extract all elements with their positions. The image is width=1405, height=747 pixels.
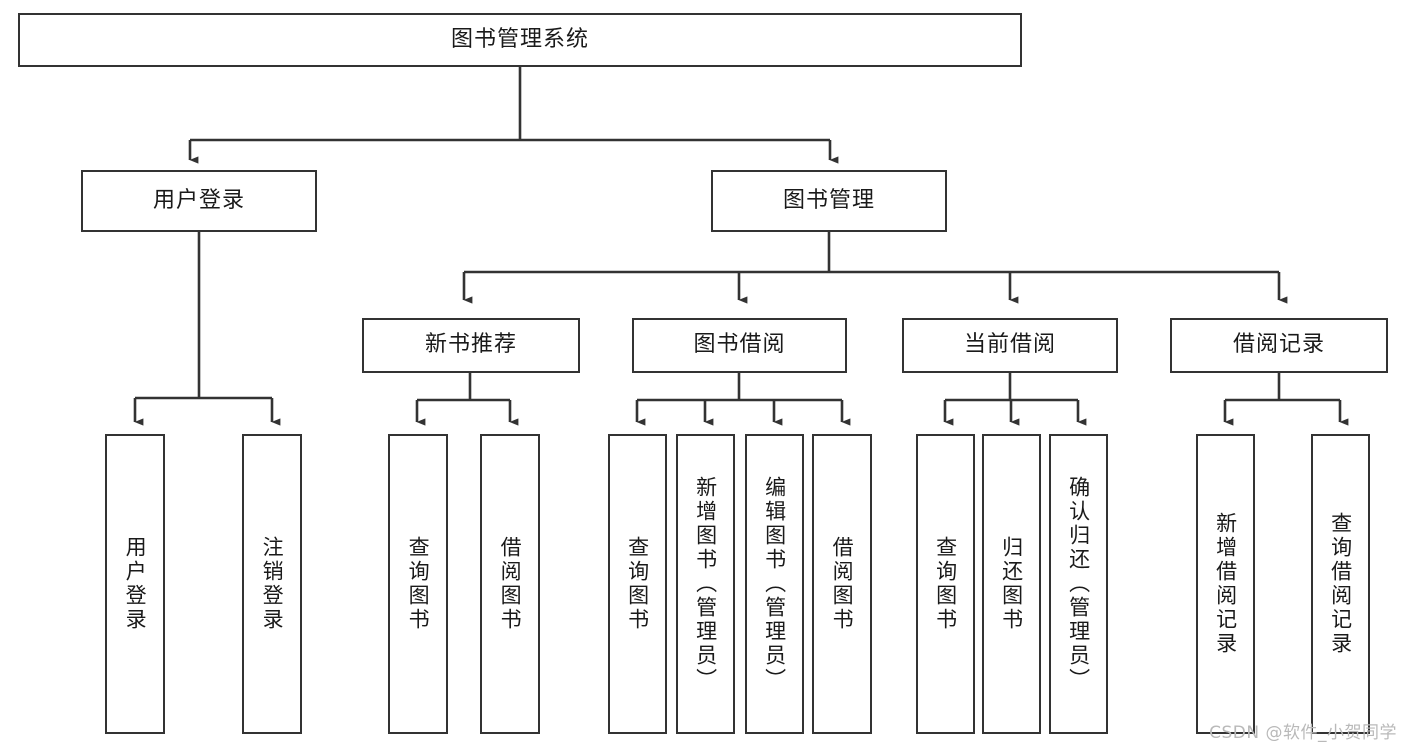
- node-label: 借阅图书: [498, 536, 523, 632]
- node-label: 用户登录: [123, 536, 148, 632]
- node-leaf-add-book[interactable]: 新增图书（管理员）: [676, 434, 735, 734]
- node-label: 注销登录: [260, 536, 285, 632]
- node-label: 图书管理: [782, 187, 875, 213]
- node-leaf-query-record[interactable]: 查询借阅记录: [1311, 434, 1370, 734]
- node-label: 查询图书: [933, 536, 958, 632]
- node-label: 确认归还（管理员）: [1066, 476, 1091, 692]
- node-leaf-confirm-return[interactable]: 确认归还（管理员）: [1049, 434, 1108, 734]
- node-leaf-borrow-book-1[interactable]: 借阅图书: [480, 434, 540, 734]
- node-root-system[interactable]: 图书管理系统: [18, 13, 1022, 67]
- node-label: 新增图书（管理员）: [693, 476, 718, 692]
- node-label: 归还图书: [999, 536, 1024, 632]
- node-leaf-query-book-3[interactable]: 查询图书: [916, 434, 975, 734]
- node-leaf-return-book[interactable]: 归还图书: [982, 434, 1041, 734]
- node-leaf-query-book-2[interactable]: 查询图书: [608, 434, 667, 734]
- node-label: 查询借阅记录: [1328, 512, 1353, 656]
- node-leaf-borrow-book-2[interactable]: 借阅图书: [812, 434, 872, 734]
- node-new-book-recommend[interactable]: 新书推荐: [362, 318, 580, 373]
- node-user-login[interactable]: 用户登录: [81, 170, 317, 232]
- node-book-management[interactable]: 图书管理: [711, 170, 947, 232]
- node-label: 用户登录: [152, 187, 245, 213]
- node-label: 借阅图书: [830, 536, 855, 632]
- node-label: 编辑图书（管理员）: [762, 476, 787, 692]
- node-label: 图书借阅: [693, 332, 786, 358]
- watermark-text: CSDN @软件_小贺同学: [1209, 723, 1397, 743]
- node-current-borrow[interactable]: 当前借阅: [902, 318, 1118, 373]
- node-leaf-user-login[interactable]: 用户登录: [105, 434, 165, 734]
- node-label: 新增借阅记录: [1213, 512, 1238, 656]
- node-leaf-edit-book[interactable]: 编辑图书（管理员）: [745, 434, 804, 734]
- node-label: 当前借阅: [963, 332, 1056, 358]
- node-label: 查询图书: [625, 536, 650, 632]
- node-borrow-record[interactable]: 借阅记录: [1170, 318, 1388, 373]
- node-label: 借阅记录: [1232, 332, 1325, 358]
- node-label: 新书推荐: [424, 332, 517, 358]
- node-leaf-query-book-1[interactable]: 查询图书: [388, 434, 448, 734]
- node-leaf-logout[interactable]: 注销登录: [242, 434, 302, 734]
- node-book-borrow[interactable]: 图书借阅: [632, 318, 847, 373]
- node-leaf-add-record[interactable]: 新增借阅记录: [1196, 434, 1255, 734]
- node-label: 查询图书: [406, 536, 431, 632]
- node-label: 图书管理系统: [450, 26, 589, 52]
